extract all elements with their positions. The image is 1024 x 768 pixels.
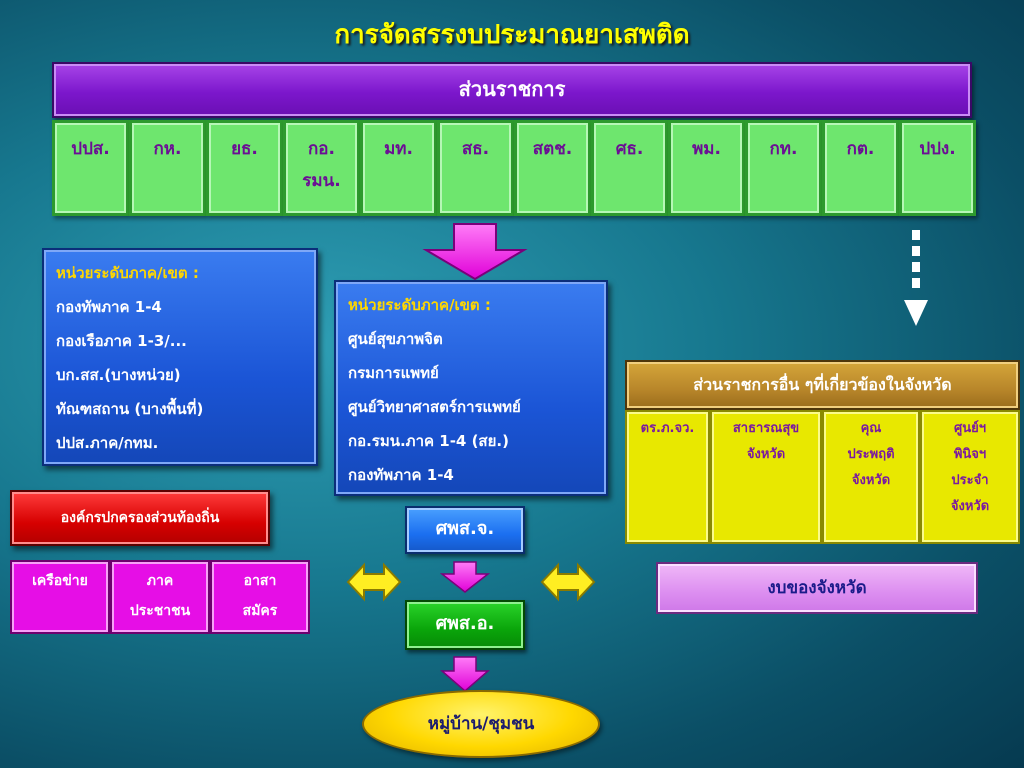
- network-cell-line: สมัคร: [242, 603, 278, 619]
- province-cell-line: พินิจฯ: [953, 447, 987, 462]
- regional-unit-line: กรมการแพทย์: [348, 364, 439, 382]
- down-arrow-small: [440, 561, 490, 593]
- department-label: สตช.: [532, 139, 573, 159]
- province-cell-line: ประพฤติ: [847, 447, 895, 462]
- provincial-budget-box: งบของจังหวัด: [656, 562, 978, 614]
- province-cell-probation: คุณ ประพฤติ จังหวัด: [822, 410, 920, 544]
- department-cell: ปปส.: [52, 120, 129, 216]
- department-cell: พม.: [668, 120, 745, 216]
- network-cell-civil-society: ภาค ประชาชน: [110, 560, 210, 634]
- regional-unit-line: กองทัพภาค 1-4: [56, 298, 162, 316]
- regional-units-box-left: หน่วยระดับภาค/เขต : กองทัพภาค 1-4 กองเรื…: [42, 248, 318, 466]
- department-label: กห.: [153, 139, 182, 159]
- government-agencies-header: ส่วนราชการ: [52, 62, 972, 118]
- double-arrow-right: [540, 562, 596, 602]
- provincial-agencies-header: ส่วนราชการอื่น ๆที่เกี่ยวข้องในจังหวัด: [625, 360, 1020, 410]
- department-label: ปปส.: [71, 139, 110, 159]
- department-cell: สธ.: [437, 120, 514, 216]
- regional-unit-line: ทัณฑสถาน (บางพื้นที่): [56, 400, 204, 418]
- down-arrow-large: [422, 223, 528, 281]
- regional-unit-line: ปปส.ภาค/กทม.: [56, 434, 159, 452]
- regional-unit-line: กองเรือภาค 1-3/...: [56, 332, 187, 350]
- province-cell-line: ศูนย์ฯ: [953, 421, 987, 436]
- village-community-ellipse: หมู่บ้าน/ชุมชน: [362, 690, 600, 758]
- regional-units-heading: หน่วยระดับภาค/เขต :: [348, 296, 491, 314]
- network-cell-line: ประชาชน: [129, 603, 191, 619]
- province-cell-line: ตร.ภ.จว.: [640, 421, 695, 436]
- dotted-down-arrow: [904, 230, 928, 326]
- department-label: ปปง.: [919, 139, 956, 159]
- department-label: มท.: [384, 139, 413, 159]
- department-label: กต.: [846, 139, 875, 159]
- regional-unit-line: บก.สส.(บางหน่วย): [56, 366, 181, 384]
- department-cell: กท.: [745, 120, 822, 216]
- department-cell: มท.: [360, 120, 437, 216]
- department-cell: กห.: [129, 120, 206, 216]
- department-label: พม.: [692, 139, 721, 159]
- network-cell-line: เครือข่าย: [32, 573, 88, 589]
- province-cell-police: ตร.ภ.จว.: [625, 410, 710, 544]
- regional-unit-line: กองทัพภาค 1-4: [348, 466, 454, 484]
- network-cell-line: ภาค: [146, 573, 174, 589]
- department-label: กอ.: [308, 139, 335, 159]
- province-cell-line: จังหวัด: [851, 473, 891, 488]
- down-arrow-small: [440, 656, 490, 692]
- regional-unit-line: กอ.รมน.ภาค 1-4 (สย.): [348, 432, 509, 450]
- department-cell: ศธ.: [591, 120, 668, 216]
- province-cell-line: จังหวัด: [746, 447, 786, 462]
- regional-units-box-center: หน่วยระดับภาค/เขต : ศูนย์สุขภาพจิต กรมกา…: [334, 280, 608, 496]
- province-cell-juvenile-center: ศูนย์ฯ พินิจฯ ประจำ จังหวัด: [920, 410, 1020, 544]
- page-title: การจัดสรรงบประมาณยาเสพติด: [334, 20, 690, 50]
- network-cell-network: เครือข่าย: [10, 560, 110, 634]
- spso-box: ศพส.อ.: [405, 600, 525, 650]
- province-cell-line: ประจำ: [951, 473, 989, 488]
- department-cell: ยธ.: [206, 120, 283, 216]
- department-label: กท.: [769, 139, 798, 159]
- department-label: ยธ.: [231, 139, 258, 159]
- regional-unit-line: ศูนย์สุขภาพจิต: [348, 330, 443, 348]
- local-government-box: องค์กรปกครองส่วนท้องถิ่น: [10, 490, 270, 546]
- regional-units-heading: หน่วยระดับภาค/เขต :: [56, 264, 199, 282]
- province-cell-public-health: สาธารณสุข จังหวัด: [710, 410, 822, 544]
- network-cell-line: อาสา: [243, 573, 277, 589]
- department-label: ศธ.: [615, 139, 644, 159]
- department-cell: ปปง.: [899, 120, 976, 216]
- province-cell-line: คุณ: [860, 421, 882, 436]
- department-cell: สตช.: [514, 120, 591, 216]
- department-cell: กต.: [822, 120, 899, 216]
- spsj-box: ศพส.จ.: [405, 506, 525, 554]
- regional-unit-line: ศูนย์วิทยาศาสตร์การแพทย์: [348, 398, 521, 416]
- network-cell-volunteer: อาสา สมัคร: [210, 560, 310, 634]
- department-label: สธ.: [461, 139, 490, 159]
- department-label: รมน.: [302, 171, 341, 191]
- province-cell-line: จังหวัด: [950, 499, 990, 514]
- double-arrow-left: [346, 562, 402, 602]
- department-cell: กอ. รมน.: [283, 120, 360, 216]
- province-cell-line: สาธารณสุข: [732, 421, 800, 436]
